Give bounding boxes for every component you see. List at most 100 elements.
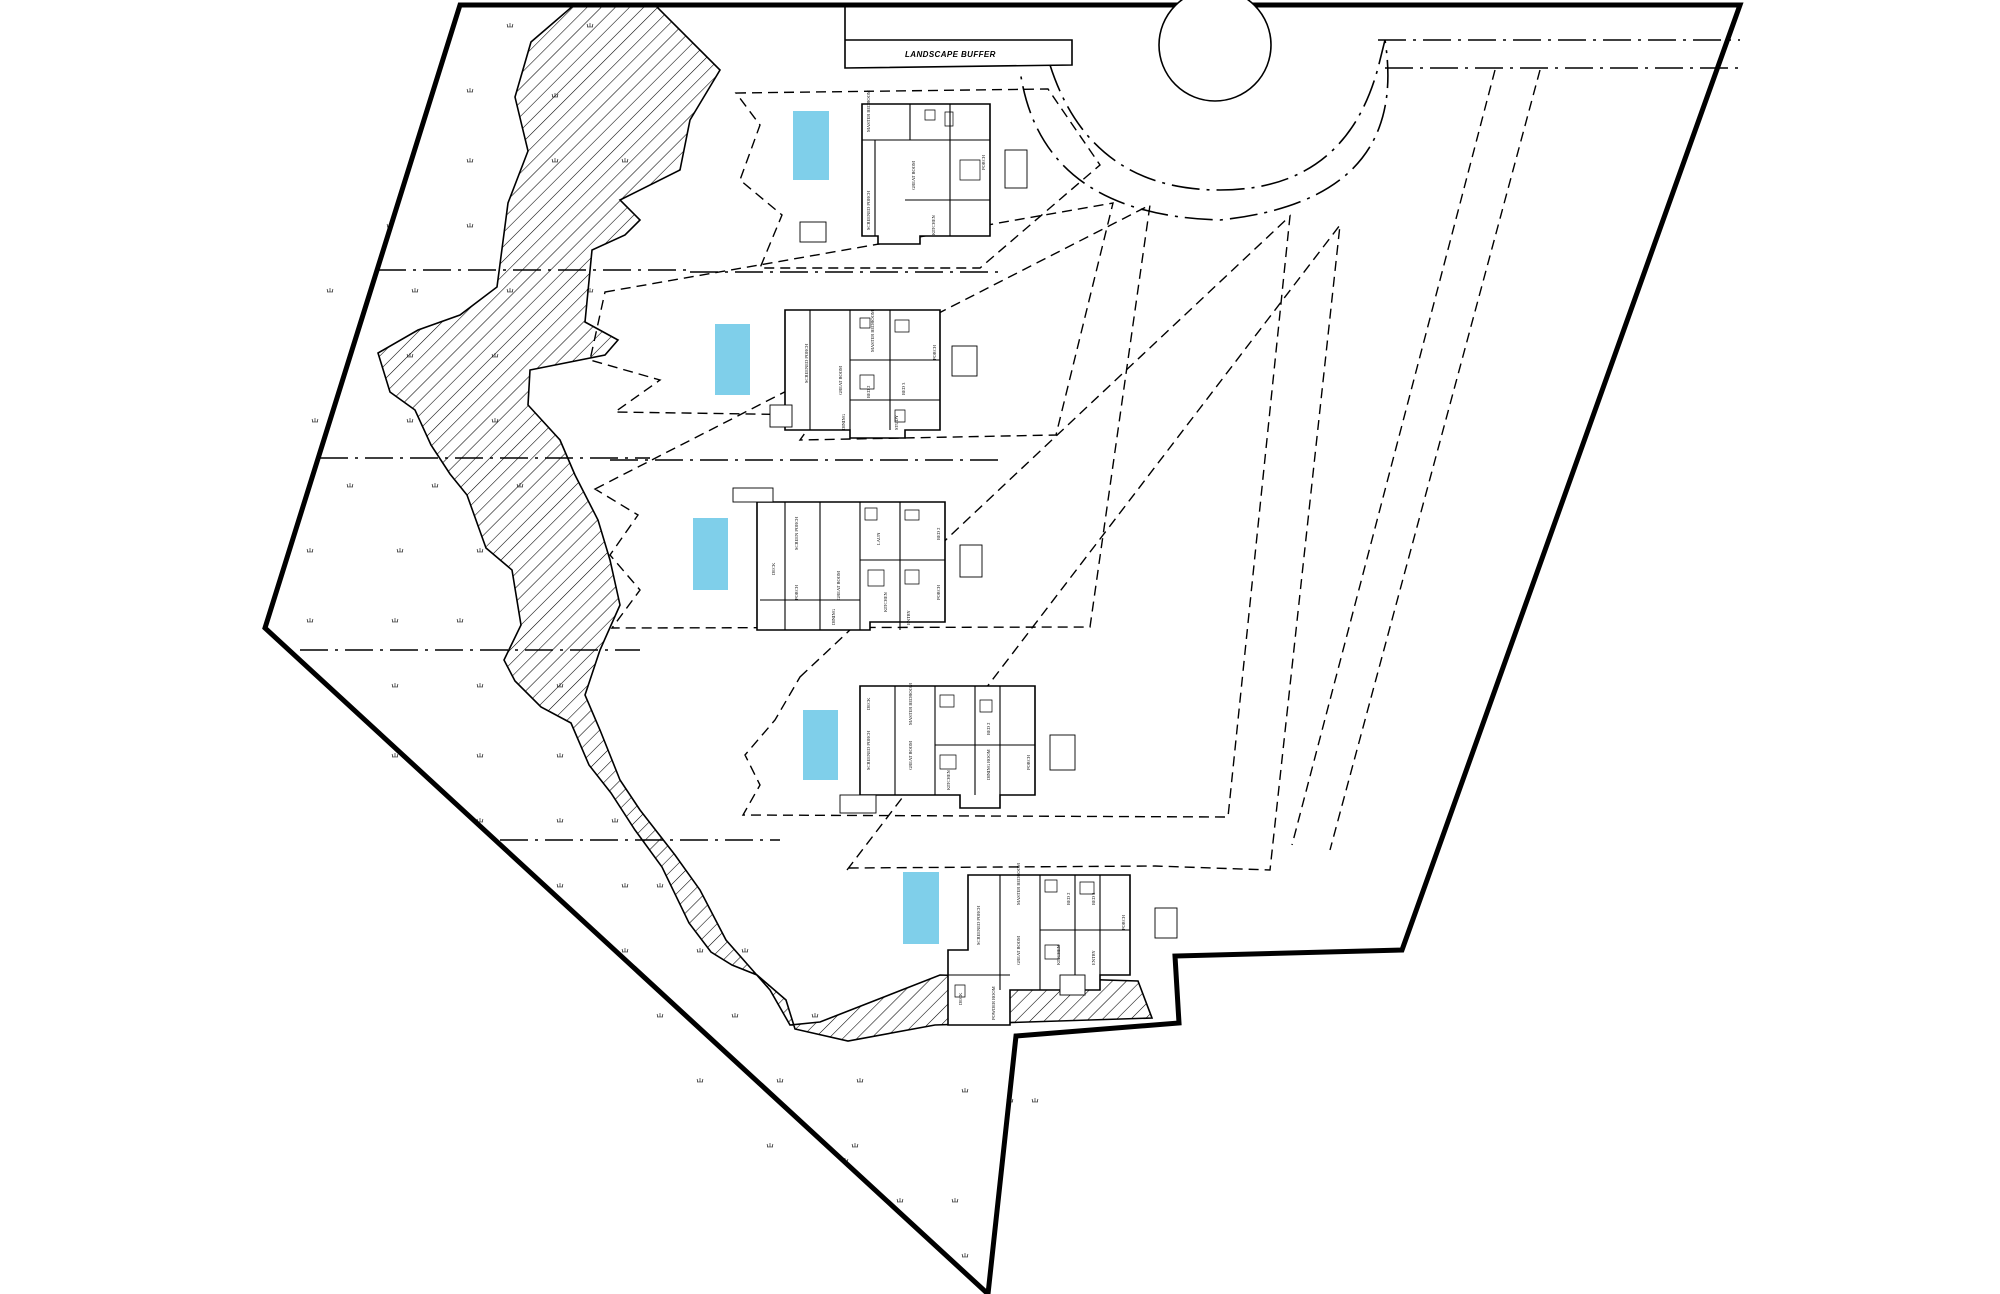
room-label: BED 2 <box>866 386 871 398</box>
shrub-marker <box>476 753 484 758</box>
room-label: STUDY <box>894 414 899 430</box>
shrub-marker <box>476 818 484 823</box>
shrub-marker <box>621 158 629 163</box>
shrub-marker <box>586 23 594 28</box>
shrub-marker <box>551 93 559 98</box>
site-boundary <box>262 2 1744 1294</box>
shrub-marker <box>556 753 564 758</box>
lot-lines <box>300 39 1740 841</box>
shrub-marker <box>506 23 514 28</box>
shrub-marker <box>766 1143 774 1148</box>
room-label: POWDER ROOM <box>991 986 996 1020</box>
room-label: GREAT ROOM <box>908 741 913 770</box>
hatched-buffer-zone <box>377 4 1154 1042</box>
room-label: ENTRY <box>1091 949 1096 965</box>
shrub-marker <box>391 753 399 758</box>
room-label: GREAT ROOM <box>838 366 843 395</box>
room-label: BED 2 <box>936 528 941 540</box>
shrub-marker <box>696 948 704 953</box>
shrub-marker <box>851 1143 859 1148</box>
room-label: BED 2 <box>1066 893 1071 905</box>
shrub-marker <box>741 948 749 953</box>
room-label: ENTRY <box>906 609 911 625</box>
shrub-marker <box>516 483 524 488</box>
shrub-marker <box>406 353 414 358</box>
shrub-marker <box>386 223 394 228</box>
room-label: DECK <box>771 562 776 575</box>
shrub-marker <box>811 1013 819 1018</box>
house-lot-2: MASTER BEDROOM SCREENED PORCH GREAT ROOM… <box>715 309 978 439</box>
pool <box>715 324 750 395</box>
cul-de-sac <box>1019 0 1389 221</box>
shrub-marker <box>476 683 484 688</box>
room-label: SCREENED PORCH <box>866 190 871 230</box>
shrub-marker <box>621 948 629 953</box>
shrub-marker <box>506 288 514 293</box>
house-lot-5: MASTER BEDROOM BED 2 BED 3 SCREENED PORC… <box>903 863 1178 1026</box>
shrub-marker <box>466 223 474 228</box>
shrub-marker <box>551 158 559 163</box>
house-lot-4: DECK MASTER BEDROOM BED 2 SCREENED PORCH… <box>803 683 1076 814</box>
shrub-marker <box>306 548 314 553</box>
shrub-marker <box>306 618 314 623</box>
shrub-marker <box>1031 1098 1039 1103</box>
shrub-marker <box>491 418 499 423</box>
shrub-marker <box>391 618 399 623</box>
room-label: BED 2 <box>986 723 991 735</box>
room-label: KITCHEN <box>931 215 936 235</box>
house-lot-1: MASTER BEDROOM GREAT ROOM SCREENED PORCH… <box>793 90 1028 245</box>
shrub-marker <box>406 418 414 423</box>
room-label: PORCH <box>1026 754 1031 770</box>
shrub-marker <box>466 158 474 163</box>
room-label: PORCH <box>936 584 941 600</box>
room-label: KITCHEN <box>1056 945 1061 965</box>
room-label: PORCH <box>794 584 799 600</box>
room-label: MASTER BEDROOM <box>1016 863 1021 905</box>
pool <box>693 518 728 590</box>
room-label: DINING ROOM <box>986 749 991 780</box>
pool <box>803 710 838 780</box>
shrub-marker <box>656 1013 664 1018</box>
shrub-marker <box>391 683 399 688</box>
room-label: GREAT ROOM <box>1016 936 1021 965</box>
room-label: PORCH <box>932 344 937 360</box>
room-label: DINING <box>831 608 836 625</box>
room-label: MASTER BEDROOM <box>866 90 871 132</box>
shrub-marker <box>556 818 564 823</box>
shrub-marker <box>656 883 664 888</box>
vegetation-markers <box>306 23 1039 1258</box>
shrub-marker <box>896 1198 904 1203</box>
house-lot-3: SCREEN PORCH BED 2 DECK PORCH GREAT ROOM… <box>693 487 983 631</box>
pool <box>903 872 939 944</box>
landscape-buffer: LANDSCAPE BUFFER <box>844 5 1073 69</box>
room-label: LAUN <box>876 532 881 545</box>
shrub-marker <box>326 288 334 293</box>
shrub-marker <box>431 483 439 488</box>
shrub-marker <box>696 1078 704 1083</box>
shrub-marker <box>1006 1098 1014 1103</box>
room-label: BED 3 <box>1091 892 1096 905</box>
pool <box>793 111 829 180</box>
room-label: MASTER BEDROOM <box>908 683 913 725</box>
shrub-marker <box>556 883 564 888</box>
landscape-buffer-label: LANDSCAPE BUFFER <box>905 50 996 59</box>
room-label: SCREEN PORCH <box>794 516 799 550</box>
shrub-marker <box>611 818 619 823</box>
shrub-marker <box>586 288 594 293</box>
room-label: SCREENED PORCH <box>976 905 981 945</box>
shrub-marker <box>346 483 354 488</box>
room-label: KITCHEN <box>883 592 888 612</box>
room-label: DINING <box>841 413 846 430</box>
shrub-marker <box>621 883 629 888</box>
room-label: BED 3 <box>901 382 906 395</box>
shrub-marker <box>476 548 484 553</box>
shrub-marker <box>776 1078 784 1083</box>
shrub-marker <box>456 618 464 623</box>
room-label: GREAT ROOM <box>911 161 916 190</box>
room-label: PORCH <box>981 154 986 170</box>
room-label: PORCH <box>1121 914 1126 930</box>
shrub-marker <box>961 1088 969 1093</box>
shrub-marker <box>556 683 564 688</box>
shrub-marker <box>961 1253 969 1258</box>
